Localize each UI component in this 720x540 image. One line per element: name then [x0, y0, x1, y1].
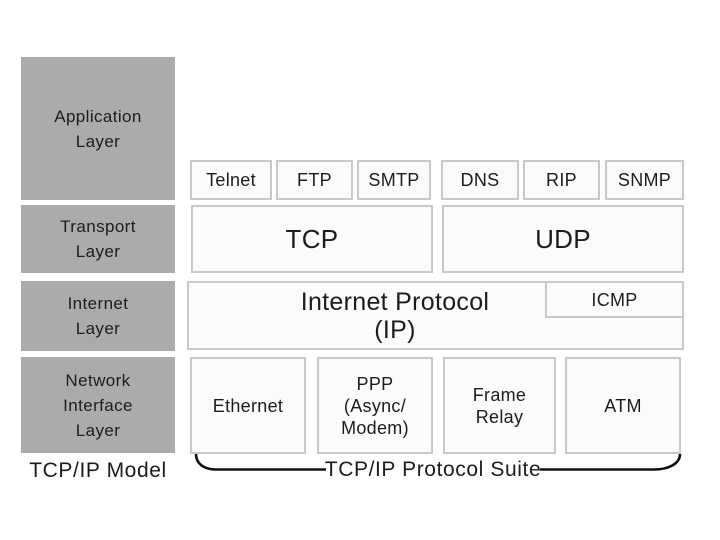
ip-label: Internet Protocol (IP) [300, 287, 490, 344]
layer-box-network-interface: Network Interface Layer [21, 357, 175, 453]
protocol-box-frame-relay: Frame Relay [443, 357, 556, 454]
protocol-box-icmp: ICMP [545, 281, 684, 318]
protocol-box-smtp: SMTP [357, 160, 431, 200]
suite-caption: TCP/IP Protocol Suite [324, 458, 542, 481]
protocol-box-dns: DNS [441, 160, 519, 200]
model-caption: TCP/IP Model [29, 459, 167, 482]
protocol-box-ftp: FTP [276, 160, 353, 200]
protocol-box-ppp: PPP (Async/ Modem) [317, 357, 433, 454]
layer-box-transport: Transport Layer [21, 205, 175, 273]
protocol-box-snmp: SNMP [605, 160, 684, 200]
protocol-box-rip: RIP [523, 160, 600, 200]
protocol-box-atm: ATM [565, 357, 681, 454]
protocol-box-tcp: TCP [191, 205, 433, 273]
protocol-box-ethernet: Ethernet [190, 357, 306, 454]
layer-box-application: Application Layer [21, 57, 175, 200]
layer-box-internet: Internet Layer [21, 281, 175, 351]
protocol-box-udp: UDP [442, 205, 684, 273]
protocol-box-telnet: Telnet [190, 160, 272, 200]
